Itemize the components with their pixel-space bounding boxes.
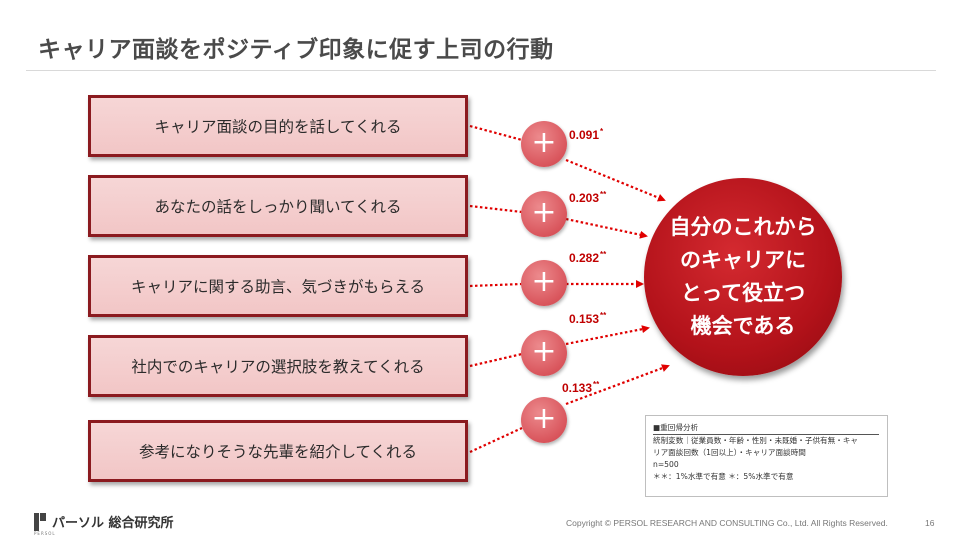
outcome-line: とって役立つ — [680, 281, 806, 305]
outcome-line: 機会である — [690, 314, 796, 338]
logo-name: パーソル 総合研究所 — [52, 516, 174, 531]
factor-box-purpose: キャリア面談の目的を話してくれる — [88, 95, 468, 157]
coefficient-value: 0.282 — [569, 251, 600, 265]
analysis-note: ■重回帰分析 統制変数｜従業員数・年齢・性別・未既婚・子供有無・キャ リア面談回… — [645, 415, 888, 497]
note-line: n=500 — [653, 460, 679, 469]
note-heading: ■重回帰分析 — [653, 422, 879, 435]
outcome-label: 自分のこれから のキャリアに とって役立つ 機会である — [670, 211, 817, 343]
plus-icon: + — [521, 397, 567, 443]
significance-mark: ** — [593, 380, 600, 389]
arrow-factor-2-in — [469, 204, 523, 214]
significance-mark: * — [600, 127, 604, 136]
coefficient-value: 0.153 — [569, 312, 600, 326]
outcome-circle: 自分のこれから のキャリアに とって役立つ 機会である — [644, 178, 842, 376]
coefficient-value: 0.091 — [569, 128, 600, 142]
title-divider — [26, 70, 936, 71]
factor-box-advice: キャリアに関する助言、気づきがもらえる — [88, 255, 468, 317]
arrow-factor-4-out — [565, 325, 650, 346]
coefficient-label: 0.133** — [562, 380, 599, 395]
page-title: キャリア面談をポジティブ印象に促す上司の行動 — [38, 37, 554, 63]
coefficient-label: 0.153** — [569, 311, 606, 326]
note-line: 統制変数｜従業員数・年齢・性別・未既婚・子供有無・キャ — [653, 436, 859, 445]
factor-box-mentor: 参考になりそうな先輩を紹介してくれる — [88, 420, 468, 482]
coefficient-value: 0.133 — [562, 381, 593, 395]
coefficient-label: 0.282** — [569, 250, 606, 265]
arrow-factor-3-in — [469, 282, 523, 288]
logo-subtext: PERSOL — [34, 531, 56, 536]
significance-mark: ** — [600, 311, 607, 320]
arrow-factor-2-out — [565, 217, 648, 239]
significance-mark: ** — [600, 190, 607, 199]
plus-icon: + — [521, 330, 567, 376]
plus-icon: + — [521, 260, 567, 306]
factor-box-options: 社内でのキャリアの選択肢を教えてくれる — [88, 335, 468, 397]
page-number: 16 — [925, 518, 935, 528]
outcome-line: 自分のこれから — [669, 215, 817, 239]
arrow-factor-5-in — [469, 427, 523, 453]
coefficient-label: 0.203** — [569, 190, 606, 205]
plus-icon: + — [521, 121, 567, 167]
note-line: ＊＊：1%水準で有意 ＊：5%水準で有意 — [653, 472, 794, 481]
note-line: リア面談回数（1回以上）・キャリア面談時間 — [653, 448, 806, 457]
arrow-factor-1-in — [469, 124, 523, 142]
significance-mark: ** — [600, 250, 607, 259]
company-logo: パーソル 総合研究所 — [34, 512, 174, 531]
factor-box-listening: あなたの話をしっかり聞いてくれる — [88, 175, 468, 237]
copyright-text: Copyright © PERSOL RESEARCH AND CONSULTI… — [566, 518, 888, 528]
coefficient-label: 0.091* — [569, 127, 603, 142]
arrow-factor-4-in — [469, 352, 523, 368]
outcome-line: のキャリアに — [680, 248, 806, 272]
plus-icon: + — [521, 191, 567, 237]
coefficient-value: 0.203 — [569, 191, 600, 205]
logo-mark-icon — [34, 512, 46, 531]
